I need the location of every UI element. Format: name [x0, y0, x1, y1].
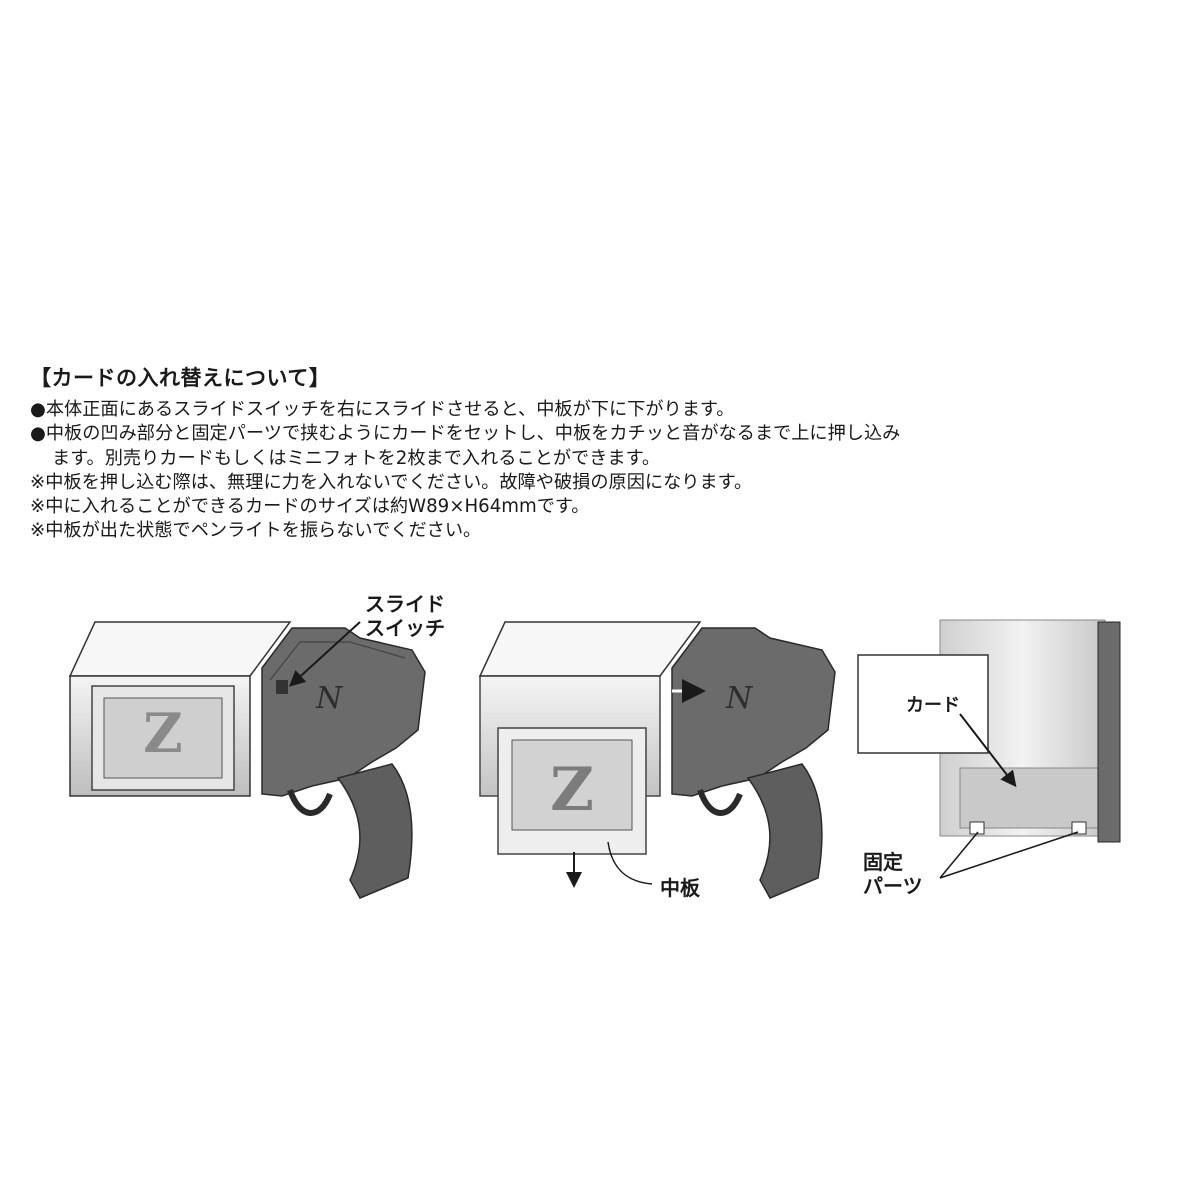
card-label: カード — [906, 695, 960, 716]
illustration-area: Z N Z N — [0, 580, 1200, 920]
slide-switch-label-line2: スイッチ — [365, 616, 445, 640]
card-closeup — [857, 619, 1121, 879]
svg-text:N: N — [315, 681, 344, 716]
instruction-line: ●本体正面にあるスライドスイッチを右にスライドさせると、中板が下に下がります。 — [30, 399, 735, 420]
slide-switch-label: スライド スイッチ — [365, 592, 445, 640]
fixed-parts-label-line2: パーツ — [863, 874, 923, 898]
penlight-illustrations: Z N Z N — [68, 619, 1121, 899]
penlight-open: Z N — [478, 621, 836, 899]
instruction-list: ●本体正面にあるスライドスイッチを右にスライドさせると、中板が下に下がります。 … — [30, 398, 1190, 544]
note-line: ※中板が出た状態でペンライトを振らないでください。 — [30, 520, 482, 542]
svg-text:Z: Z — [143, 701, 182, 765]
instruction-line: ●中板の凹み部分と固定パーツで挟むようにカードをセットし、中板をカチッと音がなる… — [30, 423, 901, 445]
note-line: ※中に入れることができるカードのサイズは約W89×H64mmです。 — [30, 496, 590, 518]
fixed-parts-label: 固定 パーツ — [863, 850, 923, 898]
slide-switch-label-line1: スライド — [365, 592, 445, 616]
svg-text:N: N — [725, 681, 754, 716]
instruction-line: ます。別売りカードもしくはミニフォトを2枚まで入れることができます。 — [52, 447, 661, 469]
penlight-closed: Z N — [68, 621, 426, 899]
fixed-parts-label-line1: 固定 — [863, 850, 903, 874]
page-heading: 【カードの入れ替えについて】 — [30, 366, 331, 390]
note-line: ※中板を押し込む際は、無理に力を入れないでください。故障や破損の原因になります。 — [30, 471, 753, 493]
middle-plate-label: 中板 — [660, 876, 700, 900]
svg-text:Z: Z — [550, 755, 594, 825]
